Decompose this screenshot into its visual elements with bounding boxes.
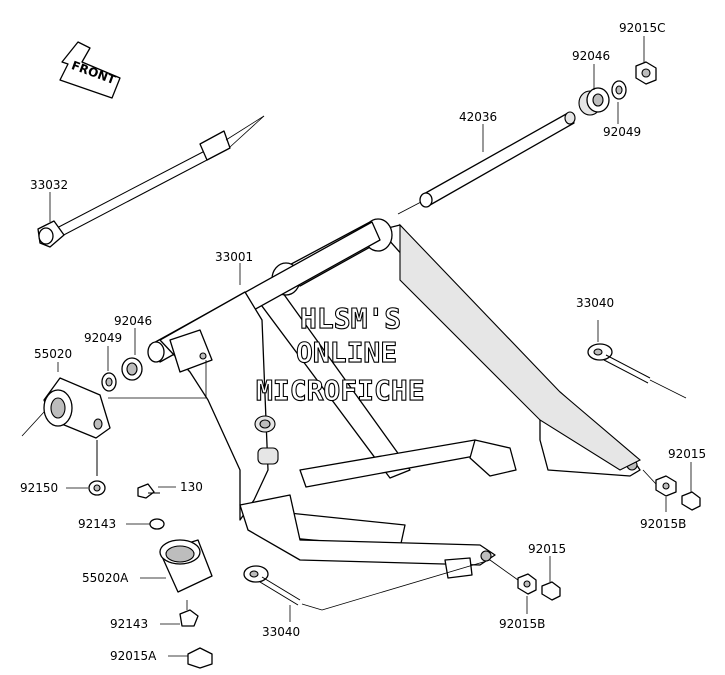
watermark-line-3: MICROFICHE (256, 374, 425, 407)
callout-92046-left: 92046 (114, 314, 152, 328)
callout-92015b-mid: 92015B (499, 617, 545, 631)
adjuster-33040-bottom (243, 565, 301, 606)
callout-33040-right: 33040 (576, 296, 614, 310)
top-bearing (578, 87, 610, 116)
callout-92143-top: 92143 (78, 517, 116, 531)
callout-92150: 92150 (20, 481, 58, 495)
callout-92015-right: 92015 (668, 447, 706, 461)
watermark-line-1: HLSM'S (300, 302, 401, 335)
top-nut (635, 61, 657, 85)
callout-92015a: 92015A (110, 649, 157, 663)
collar-55020a (159, 539, 213, 593)
bracket-55020 (43, 377, 111, 439)
nut-92015b-mid (517, 573, 537, 595)
callout-92049-top: 92049 (603, 125, 641, 139)
callout-33032: 33032 (30, 178, 68, 192)
front-arrow-icon: FRONT (59, 41, 121, 99)
nut-92015a (187, 647, 213, 669)
top-collar (611, 80, 627, 100)
watermark: HLSM'S ONLINE MICROFICHE (255, 301, 425, 407)
through-bolt (37, 130, 231, 248)
clip-92143-bottom (179, 609, 199, 627)
left-collar (101, 372, 117, 392)
callout-55020a: 55020A (82, 571, 129, 585)
adjuster-33040-right (587, 343, 651, 384)
callout-130: 130 (180, 480, 203, 494)
nut-92015b-right (655, 475, 677, 497)
callout-33040-bottom: 33040 (262, 625, 300, 639)
callout-42036: 42036 (459, 110, 497, 124)
left-bearing (121, 357, 143, 381)
callout-92015-mid: 92015 (528, 542, 566, 556)
callout-92015b-right: 92015B (640, 517, 686, 531)
pivot-sleeve (419, 111, 576, 208)
callout-33001: 33001 (215, 250, 253, 264)
bolt-130 (137, 483, 160, 499)
swing-arm (147, 218, 641, 579)
callout-55020: 55020 (34, 347, 72, 361)
watermark-line-2: ONLINE (296, 336, 397, 369)
nut-92015-mid (541, 581, 561, 601)
callout-labels: 92015C 92046 92049 42036 33032 33001 920… (20, 21, 706, 663)
callout-92046-top: 92046 (572, 49, 610, 63)
clip-92143-top (149, 518, 165, 530)
callout-92049-left: 92049 (84, 331, 122, 345)
nut-92015-right (681, 491, 701, 511)
bolt-92150 (88, 440, 106, 496)
callout-92143-bottom: 92143 (110, 617, 148, 631)
callout-92015c: 92015C (619, 21, 666, 35)
